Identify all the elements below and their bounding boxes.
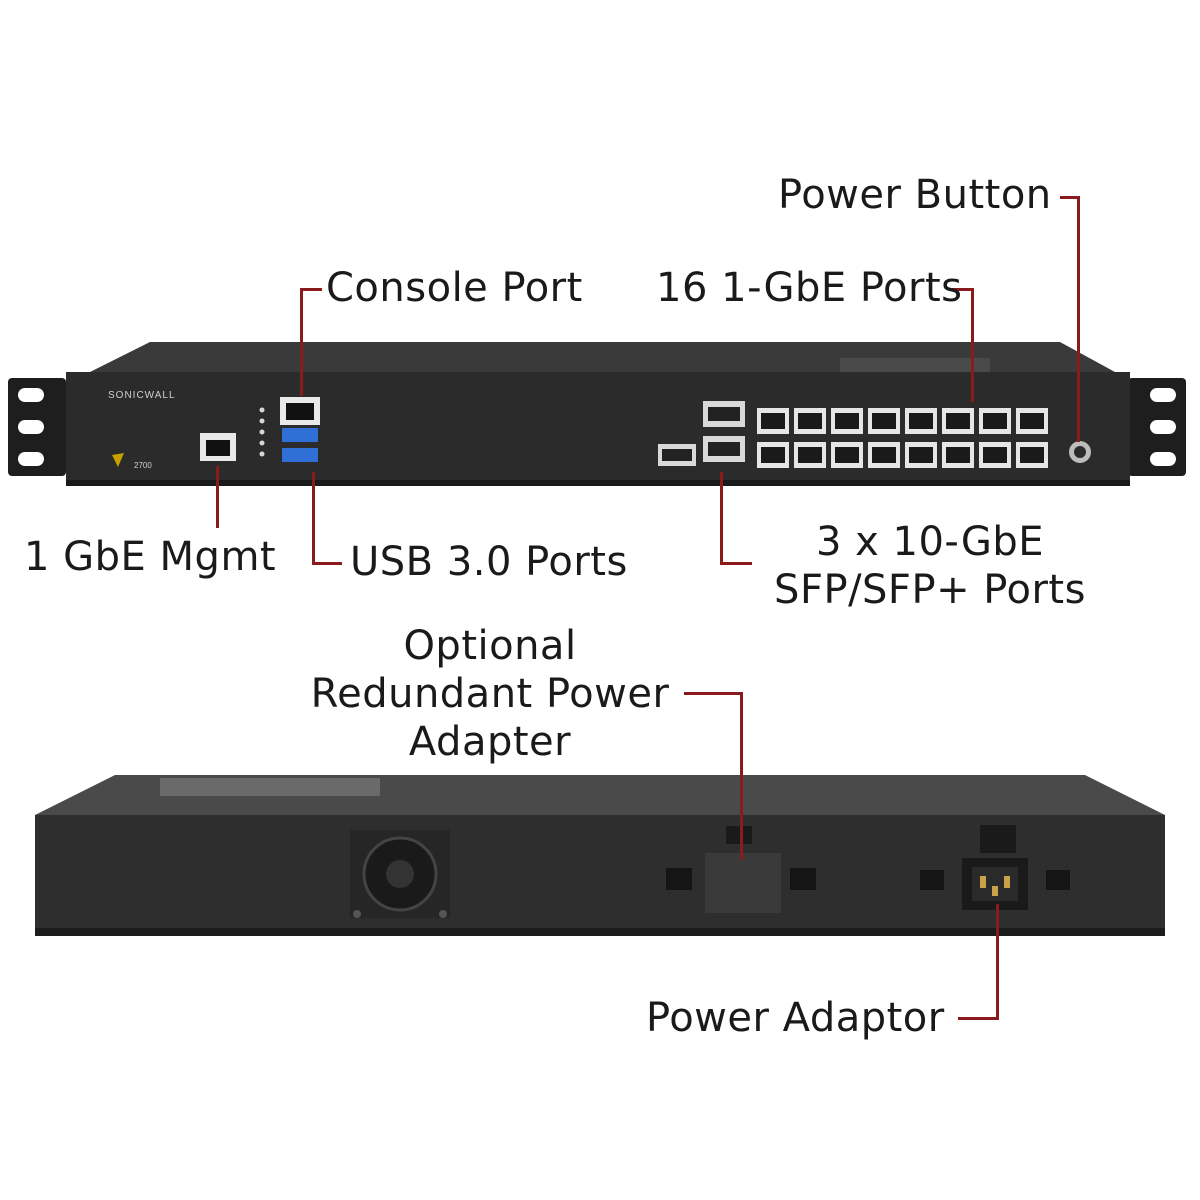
leader-sfp-v xyxy=(720,472,723,564)
gbe-port-socket xyxy=(1020,413,1044,429)
leader-power-button-v xyxy=(1077,196,1080,442)
label-gbe-ports: 16 1-GbE Ports xyxy=(656,265,963,311)
gbe-port-socket xyxy=(1020,447,1044,463)
leader-mgmt-v xyxy=(216,466,219,528)
leader-gbe-v xyxy=(971,288,974,402)
label-power-adaptor: Power Adaptor xyxy=(646,995,945,1041)
brand-name: SONICWALL xyxy=(108,390,176,401)
leader-power-button-h xyxy=(1060,196,1080,199)
gbe-port-socket xyxy=(835,447,859,463)
left-rack-ear xyxy=(8,378,66,476)
fan-icon xyxy=(350,830,450,918)
gbe-port-socket xyxy=(946,447,970,463)
label-usb: USB 3.0 Ports xyxy=(350,539,628,585)
label-rps: Optional Redundant Power Adapter xyxy=(300,622,680,766)
label-sfp-line2: SFP/SFP+ Ports xyxy=(774,567,1086,613)
usb-port-1 xyxy=(282,428,318,442)
leader-usb-v xyxy=(312,472,315,564)
leader-console-h xyxy=(300,288,322,291)
gbe-port-socket xyxy=(761,447,785,463)
right-rack-ear xyxy=(1128,378,1186,476)
label-rps-line1: Optional xyxy=(403,623,577,669)
gbe-port-socket xyxy=(835,413,859,429)
gbe-port-socket xyxy=(872,413,896,429)
gbe-port-socket xyxy=(983,447,1007,463)
gbe-port-socket xyxy=(909,447,933,463)
gbe-port-socket xyxy=(872,447,896,463)
gbe-port-bank xyxy=(757,408,1048,468)
leader-gbe-h xyxy=(952,288,974,291)
gbe-port-socket xyxy=(983,413,1007,429)
rps-cover xyxy=(705,853,781,913)
gbe-port-socket xyxy=(909,413,933,429)
model-number: 2700 xyxy=(134,461,152,470)
label-sfp-line1: 3 x 10-GbE xyxy=(815,519,1044,565)
label-sfp: 3 x 10-GbE SFP/SFP+ Ports xyxy=(760,518,1100,614)
gbe-port-socket xyxy=(946,413,970,429)
leader-power-adaptor-v xyxy=(996,904,999,1020)
gbe-port-socket xyxy=(798,447,822,463)
leader-rps-v xyxy=(740,692,743,860)
gbe-port-socket xyxy=(761,413,785,429)
sonicwall-logo-icon xyxy=(112,453,124,467)
label-console-port: Console Port xyxy=(326,265,583,311)
usb-port-2 xyxy=(282,448,318,462)
label-rps-line3: Adapter xyxy=(408,719,572,765)
leader-rps-h xyxy=(684,692,742,695)
label-power-button: Power Button xyxy=(778,172,1052,218)
gbe-port-socket xyxy=(798,413,822,429)
status-leds xyxy=(259,407,265,457)
leader-sfp-h xyxy=(720,562,752,565)
label-mgmt: 1 GbE Mgmt xyxy=(24,534,277,580)
leader-usb-h xyxy=(312,562,342,565)
leader-console-v xyxy=(300,288,303,396)
label-rps-line2: Redundant Power xyxy=(310,671,670,717)
leader-power-adaptor-h xyxy=(958,1017,999,1020)
